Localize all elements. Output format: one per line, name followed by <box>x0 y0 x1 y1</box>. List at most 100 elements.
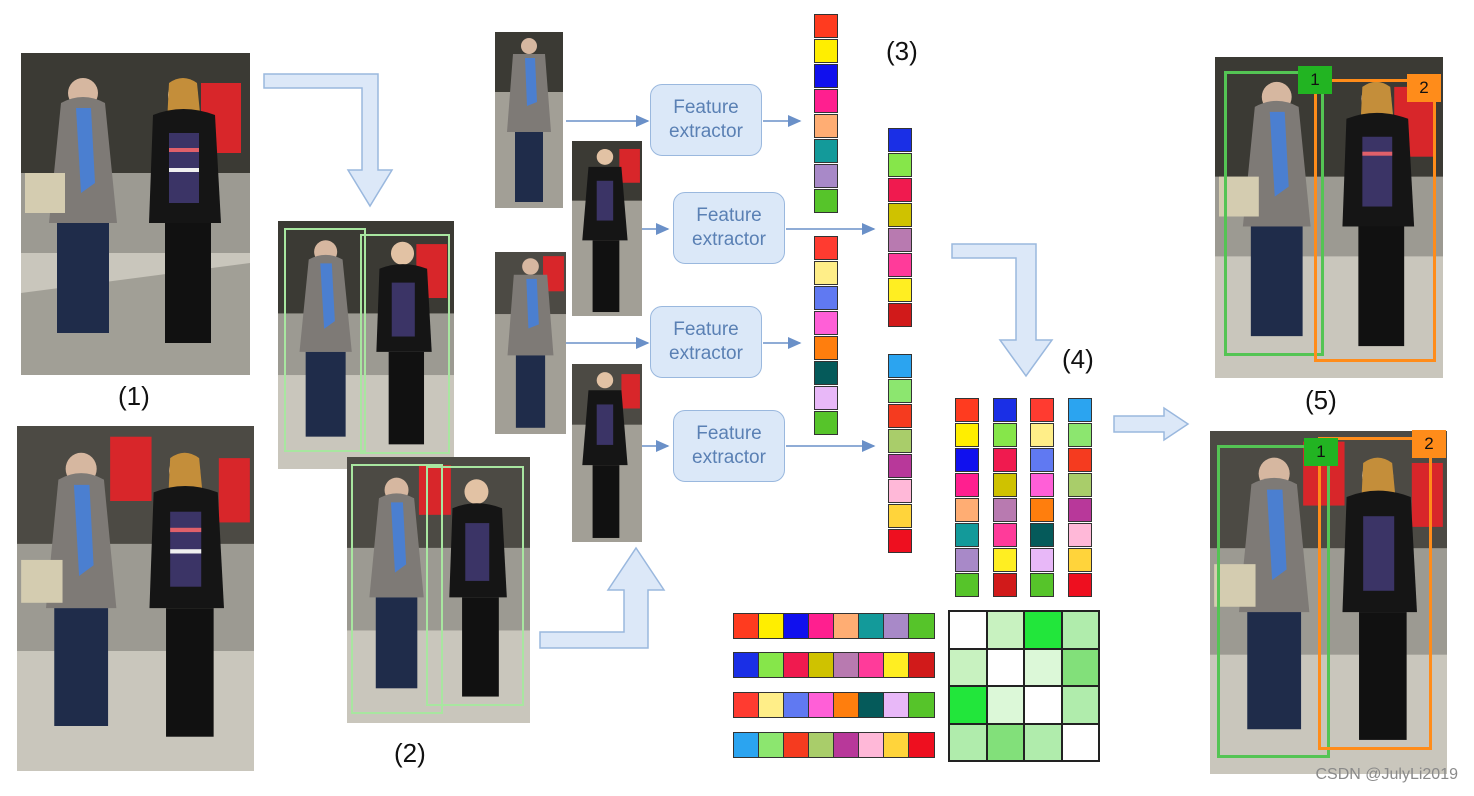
similarity-cell <box>1061 686 1099 724</box>
similarity-cell <box>986 686 1024 724</box>
flow-arrow-1-to-2 <box>263 73 394 208</box>
feature-cell <box>814 311 838 335</box>
street-scene-illustration <box>347 457 530 723</box>
flow-arrow-3-to-4 <box>951 243 1054 378</box>
feature-cell <box>814 189 838 213</box>
feature-cell <box>759 614 784 638</box>
person-crop-1 <box>495 32 563 208</box>
feature-cell <box>784 653 809 677</box>
feature-cell <box>1030 498 1054 522</box>
feature-cell <box>859 693 884 717</box>
similarity-cell <box>949 648 987 686</box>
feature-cell <box>814 39 838 63</box>
feature-vector <box>814 14 838 214</box>
track-box-id2 <box>1318 437 1432 750</box>
similarity-cell <box>949 723 987 761</box>
pedestrian-illustration <box>572 364 642 542</box>
feature-cell <box>1030 448 1054 472</box>
feature-cell <box>759 733 784 757</box>
feature-cell <box>1068 573 1092 597</box>
feature-cell <box>1030 423 1054 447</box>
feature-cell <box>888 253 912 277</box>
pedestrian-illustration <box>495 32 563 208</box>
feature-cell <box>955 498 979 522</box>
feature-cell <box>884 653 909 677</box>
feature-cell <box>993 423 1017 447</box>
track-box-id2 <box>1314 79 1436 362</box>
feature-cell <box>814 386 838 410</box>
feature-cell <box>955 398 979 422</box>
feature-cell <box>888 303 912 327</box>
feature-cell <box>814 261 838 285</box>
pedestrian-illustration <box>572 141 642 316</box>
detection-frame-1 <box>278 221 454 469</box>
feature-vector <box>888 354 912 554</box>
feature-vector-column <box>1030 398 1054 598</box>
feature-cell <box>814 114 838 138</box>
feature-cell <box>888 203 912 227</box>
feature-cell <box>759 653 784 677</box>
feature-cell <box>734 733 759 757</box>
feature-cell <box>784 733 809 757</box>
feature-cell <box>809 693 834 717</box>
track-id-badge-2: 2 <box>1412 430 1446 458</box>
detection-box <box>284 228 366 452</box>
detection-box <box>426 466 524 706</box>
track-id-badge-2: 2 <box>1407 74 1441 102</box>
watermark: CSDN @JulyLi2019 <box>1315 766 1458 783</box>
feature-cell <box>814 64 838 88</box>
feature-cell <box>814 361 838 385</box>
street-scene-illustration <box>21 53 250 375</box>
feature-cell <box>909 653 934 677</box>
similarity-cell <box>1024 611 1062 649</box>
feature-cell <box>888 504 912 528</box>
feature-cell <box>909 733 934 757</box>
feature-cell <box>955 473 979 497</box>
feature-cell <box>888 354 912 378</box>
track-id-badge-1: 1 <box>1304 438 1338 466</box>
feature-cell <box>955 573 979 597</box>
feature-cell <box>1068 523 1092 547</box>
feature-cell <box>859 733 884 757</box>
similarity-cell <box>986 611 1024 649</box>
feature-cell <box>1068 548 1092 572</box>
frame-1-photo <box>21 53 250 375</box>
street-scene-illustration <box>17 426 254 771</box>
similarity-cell <box>986 723 1024 761</box>
feature-cell <box>1030 573 1054 597</box>
feature-cell <box>784 693 809 717</box>
feature-cell <box>1030 398 1054 422</box>
feature-cell <box>859 653 884 677</box>
similarity-cell <box>1024 648 1062 686</box>
pedestrian-illustration <box>495 252 566 434</box>
feature-cell <box>1068 498 1092 522</box>
feature-cell <box>909 614 934 638</box>
feature-cell <box>814 164 838 188</box>
track-id-badge-1: 1 <box>1298 66 1332 94</box>
feature-vector-row <box>733 613 935 639</box>
feature-cell <box>834 733 859 757</box>
feature-cell <box>909 693 934 717</box>
feature-cell <box>884 614 909 638</box>
feature-cell <box>993 398 1017 422</box>
feature-cell <box>993 523 1017 547</box>
street-scene-illustration <box>278 221 454 469</box>
feature-cell <box>993 473 1017 497</box>
feature-cell <box>814 336 838 360</box>
track-box-id1 <box>1217 445 1330 758</box>
similarity-cell <box>949 686 987 724</box>
feature-cell <box>734 653 759 677</box>
flow-arrow-2-to-crops <box>539 546 666 649</box>
feature-cell <box>814 139 838 163</box>
feature-vector <box>814 236 838 436</box>
step-label-4: (4) <box>1062 344 1094 374</box>
feature-vector-row <box>733 732 935 758</box>
similarity-cell <box>1024 686 1062 724</box>
feature-cell <box>1068 423 1092 447</box>
feature-cell <box>834 614 859 638</box>
detection-frame-2 <box>347 457 530 723</box>
feature-vector-column <box>993 398 1017 598</box>
feature-cell <box>834 693 859 717</box>
